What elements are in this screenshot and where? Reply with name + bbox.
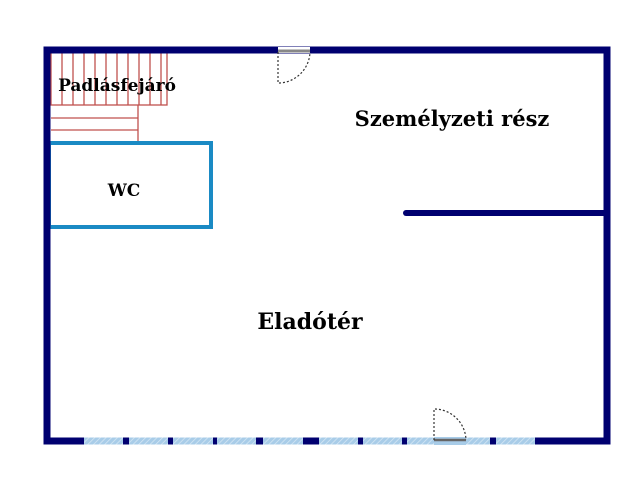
- room-label-staff-area: Személyzeti rész: [355, 106, 550, 131]
- stairs: [50, 51, 168, 142]
- window: [496, 437, 535, 445]
- window: [363, 437, 402, 445]
- window: [129, 437, 168, 445]
- room-label-attic-access: Padlásfejáró: [58, 76, 176, 96]
- window: [319, 437, 358, 445]
- window: [84, 437, 123, 445]
- room-label-wc: WC: [107, 181, 141, 201]
- window: [263, 437, 303, 445]
- window: [173, 437, 213, 445]
- door-bottom[interactable]: [433, 408, 467, 445]
- room-label-sales-floor: Eladótér: [257, 309, 363, 335]
- window: [217, 437, 256, 445]
- door-top[interactable]: [277, 47, 311, 84]
